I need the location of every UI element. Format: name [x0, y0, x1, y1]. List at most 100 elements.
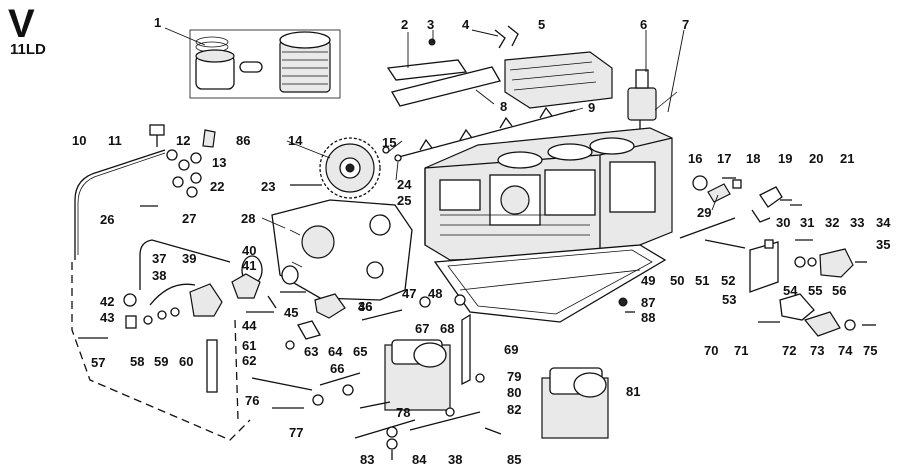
callout-61: 61 — [242, 338, 257, 353]
callout-9: 9 — [588, 100, 596, 115]
callout-45: 45 — [284, 305, 299, 320]
bracket-2 — [386, 59, 468, 81]
crankcase — [424, 127, 673, 261]
callout-21: 21 — [840, 151, 855, 166]
callout-25: 25 — [397, 193, 412, 208]
callout-73: 73 — [810, 343, 825, 358]
injector — [627, 69, 678, 130]
callout-7: 7 — [682, 17, 690, 32]
callout-77: 77 — [289, 425, 304, 440]
callout-23: 23 — [261, 179, 276, 194]
callout-17: 17 — [717, 151, 732, 166]
callout-76: 76 — [245, 393, 260, 408]
callout-33: 33 — [850, 215, 865, 230]
callout-22: 22 — [210, 179, 225, 194]
governor-unit — [384, 313, 485, 411]
callout-39: 39 — [182, 251, 197, 266]
callout-86: 86 — [236, 133, 251, 148]
callout-69: 69 — [504, 342, 519, 357]
callout-75: 75 — [863, 343, 878, 358]
callout-49: 49 — [641, 273, 656, 288]
timing-gear — [319, 137, 381, 199]
callout-57: 57 — [91, 355, 106, 370]
callout-71: 71 — [734, 343, 749, 358]
linkage-rods — [354, 401, 502, 460]
callout-46: 46 — [358, 299, 373, 314]
callout-36: 36 — [358, 299, 373, 314]
callout-83: 83 — [360, 452, 375, 467]
callout-65: 65 — [353, 344, 368, 359]
callout-66: 66 — [330, 361, 345, 376]
dashed-pipe — [71, 262, 251, 441]
callout-35: 35 — [876, 237, 891, 252]
section-letter: V — [8, 2, 35, 46]
callout-30: 30 — [776, 215, 791, 230]
callout-43: 43 — [100, 310, 115, 325]
callout-54: 54 — [783, 283, 798, 298]
callout-72: 72 — [782, 343, 797, 358]
callout-41: 41 — [242, 258, 257, 273]
callout-85: 85 — [507, 452, 522, 467]
callout-38-b: 38 — [448, 452, 463, 467]
callout-53: 53 — [722, 292, 737, 307]
camshaft — [394, 106, 576, 159]
governor-unit-alt — [541, 367, 609, 439]
callout-26: 26 — [100, 212, 115, 227]
callout-5: 5 — [538, 17, 546, 32]
callout-16: 16 — [688, 151, 703, 166]
callout-20: 20 — [809, 151, 824, 166]
callout-37: 37 — [152, 251, 167, 266]
callout-47: 47 — [402, 286, 417, 301]
callout-32: 32 — [825, 215, 840, 230]
callout-88: 88 — [641, 310, 656, 325]
callout-80: 80 — [507, 385, 522, 400]
callout-55: 55 — [808, 283, 823, 298]
callout-14: 14 — [288, 133, 303, 148]
callout-70: 70 — [704, 343, 719, 358]
piston-cylinder-kit — [189, 29, 341, 99]
callout-2: 2 — [401, 17, 409, 32]
callout-18: 18 — [746, 151, 761, 166]
callout-48: 48 — [428, 286, 443, 301]
callout-15: 15 — [382, 135, 397, 150]
callout-62: 62 — [242, 353, 257, 368]
callout-78: 78 — [396, 405, 411, 420]
leader-lines — [164, 27, 719, 229]
callout-81: 81 — [626, 384, 641, 399]
callout-63: 63 — [304, 344, 319, 359]
callout-19: 19 — [778, 151, 793, 166]
callout-3: 3 — [427, 17, 435, 32]
callout-58: 58 — [130, 354, 145, 369]
callout-1: 1 — [154, 15, 162, 30]
callout-8: 8 — [500, 99, 508, 114]
callout-11: 11 — [108, 133, 122, 148]
callout-44: 44 — [242, 318, 257, 333]
callout-79: 79 — [507, 369, 522, 384]
callout-10: 10 — [72, 133, 87, 148]
callout-29: 29 — [697, 205, 712, 220]
callout-67: 67 — [415, 321, 430, 336]
callout-87: 87 — [641, 295, 656, 310]
callout-13: 13 — [212, 155, 227, 170]
callout-64: 64 — [328, 344, 343, 359]
callout-74: 74 — [838, 343, 853, 358]
oil-fittings — [123, 283, 223, 393]
bracket-8 — [391, 66, 501, 107]
callout-52: 52 — [721, 273, 736, 288]
callout-60: 60 — [179, 354, 194, 369]
callout-50: 50 — [670, 273, 685, 288]
callout-4: 4 — [462, 17, 470, 32]
callout-51: 51 — [695, 273, 710, 288]
callout-68: 68 — [440, 321, 455, 336]
right-side-parts — [618, 175, 876, 337]
callout-27: 27 — [182, 211, 197, 226]
cylinder-head — [494, 25, 613, 109]
banjo-fittings — [140, 124, 216, 207]
timing-cover — [271, 199, 413, 301]
small-parts — [246, 291, 466, 409]
callout-12: 12 — [176, 133, 191, 148]
callout-24: 24 — [397, 177, 412, 192]
callout-56: 56 — [832, 283, 847, 298]
